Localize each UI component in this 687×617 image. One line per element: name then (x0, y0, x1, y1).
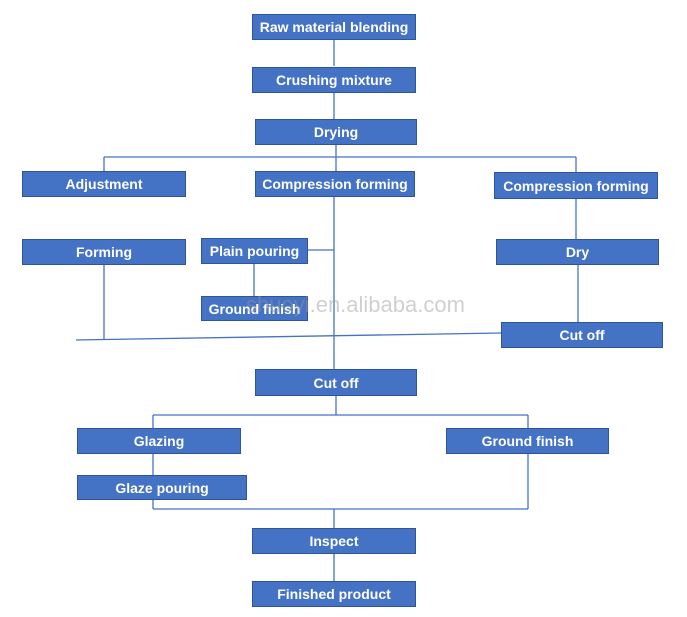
node-cut-off-center: Cut off (255, 369, 417, 396)
node-crushing-mixture: Crushing mixture (252, 67, 416, 93)
node-cut-off-right: Cut off (501, 322, 663, 348)
node-finished-product: Finished product (252, 581, 416, 607)
node-compression-forming-center: Compression forming (255, 171, 415, 197)
node-plain-pouring: Plain pouring (201, 238, 308, 264)
node-glazing: Glazing (77, 428, 241, 454)
node-dry: Dry (496, 239, 659, 265)
connector (75, 332, 502, 341)
node-adjustment: Adjustment (22, 171, 186, 197)
node-glaze-pouring: Glaze pouring (77, 475, 247, 500)
node-inspect: Inspect (252, 528, 416, 554)
node-raw-material-blending: Raw material blending (252, 14, 416, 40)
node-forming: Forming (22, 239, 186, 265)
node-ground-finish-right: Ground finish (446, 428, 609, 454)
node-ground-finish-left: Ground finish (201, 296, 308, 321)
node-drying: Drying (255, 119, 417, 145)
node-compression-forming-right: Compression forming (494, 172, 658, 199)
